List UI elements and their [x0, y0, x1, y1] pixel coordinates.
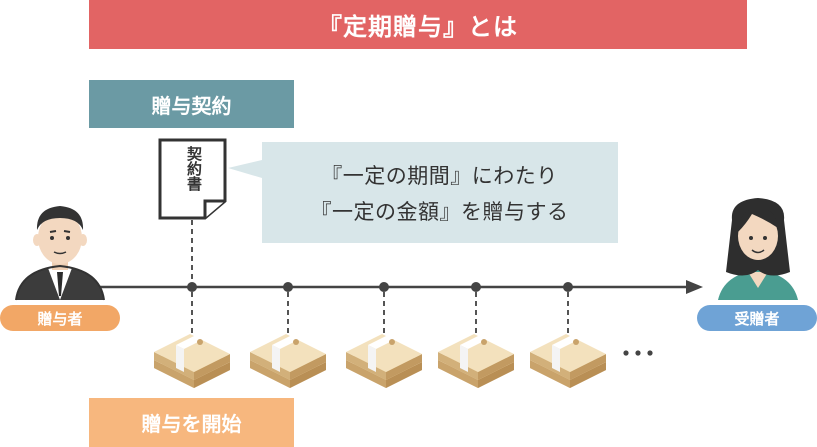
money-stack-5	[530, 329, 606, 388]
money-stack-3	[346, 329, 422, 388]
money-stack-2	[250, 329, 326, 388]
document-label: 契約書	[185, 146, 203, 191]
bubble-line-2: 『一定の金額』を贈与する	[310, 200, 569, 224]
timeline-dot	[471, 282, 481, 292]
money-stack-4	[438, 329, 514, 388]
timeline-dot	[187, 282, 197, 292]
receiver-badge: 受贈者	[697, 305, 817, 331]
money-stack-1	[154, 329, 230, 388]
receiver-woman-icon	[718, 198, 798, 300]
timeline-dot	[379, 282, 389, 292]
timeline-points	[187, 282, 573, 335]
contract-document-icon	[158, 138, 227, 220]
bubble-text: 『一定の期間』にわたり 『一定の金額』を贈与する	[262, 148, 617, 240]
page-title: 『定期贈与』とは	[89, 0, 747, 49]
bubble-line-1: 『一定の期間』にわたり	[321, 164, 558, 188]
timeline-arrow	[90, 280, 703, 294]
timeline-dot	[283, 282, 293, 292]
timeline-dot	[563, 282, 573, 292]
giver-badge: 贈与者	[0, 305, 120, 331]
contract-label: 贈与契約	[89, 80, 294, 128]
giver-man-icon	[15, 206, 105, 301]
start-label: 贈与を開始	[89, 398, 294, 447]
speech-bubble	[228, 142, 618, 243]
ellipsis-dots	[623, 350, 653, 356]
